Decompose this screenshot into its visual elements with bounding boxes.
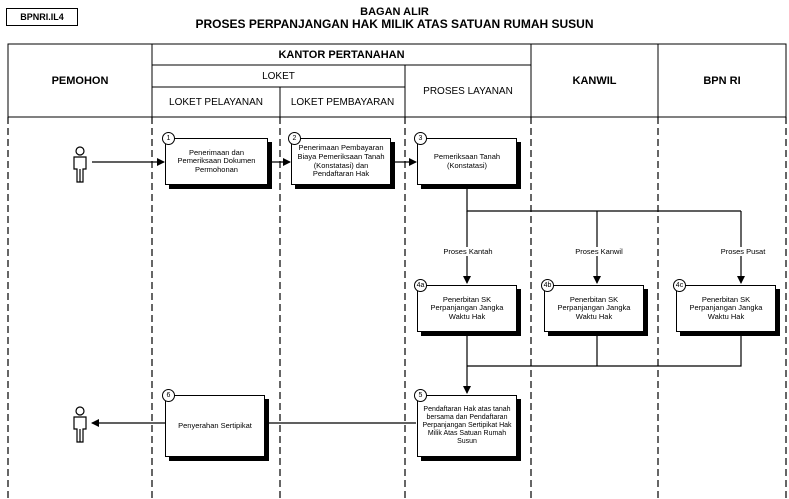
- lane-header-proses-layanan: PROSES LAYANAN: [423, 85, 513, 97]
- step-4c-text: Penerbitan SK Perpanjangan Jangka Waktu …: [689, 294, 763, 321]
- document-code: BPNRI.IL4: [6, 8, 78, 26]
- branch-label-kanwil: Proses Kanwil: [564, 247, 634, 256]
- diagram-subtitle: PROSES PERPANJANGAN HAK MILIK ATAS SATUA…: [195, 17, 594, 31]
- step-5-number: 5: [414, 389, 427, 402]
- merge-4c: [467, 336, 742, 367]
- step-4b-text: Penerbitan SK Perpanjangan Jangka Waktu …: [557, 294, 631, 321]
- step-1-box: Penerimaan dan Pemeriksaan Dokumen Permo…: [165, 138, 268, 185]
- step-6-box: Penyerahan Sertipikat: [165, 395, 265, 457]
- lane-header-pemohon: PEMOHON: [51, 74, 109, 87]
- step-4b-box: Penerbitan SK Perpanjangan Jangka Waktu …: [544, 285, 644, 332]
- step-6-number: 6: [162, 389, 175, 402]
- step-1-number: 1: [162, 132, 175, 145]
- header-grid: [7, 43, 787, 118]
- person-icon-applicant: [73, 146, 87, 183]
- person-icon-receiver: [73, 406, 87, 443]
- step-4b-number: 4b: [541, 279, 554, 292]
- lane-separators: [7, 117, 787, 499]
- step-4a-text: Penerbitan SK Perpanjangan Jangka Waktu …: [430, 294, 504, 321]
- branch-label-pusat: Proses Pusat: [708, 247, 778, 256]
- step-4a-number: 4a: [414, 279, 427, 292]
- step-3-box: Pemeriksaan Tanah (Konstatasi): [417, 138, 517, 185]
- connectors: [91, 158, 745, 427]
- step-4c-box: Penerbitan SK Perpanjangan Jangka Waktu …: [676, 285, 776, 332]
- step-1-text: Penerimaan dan Pemeriksaan Dokumen Permo…: [177, 147, 256, 174]
- step-2-number: 2: [288, 132, 301, 145]
- step-3-number: 3: [414, 132, 427, 145]
- step-2-box: Penerimaan Pembayaran Biaya Pemeriksaan …: [291, 138, 391, 185]
- lane-header-kanwil: KANWIL: [572, 74, 617, 87]
- diagram-title: BAGAN ALIR: [360, 6, 429, 18]
- step-4a-box: Penerbitan SK Perpanjangan Jangka Waktu …: [417, 285, 517, 332]
- step-5-text: Pendaftaran Hak atas tanah bersama dan P…: [422, 405, 512, 446]
- step-2-text: Penerimaan Pembayaran Biaya Pemeriksaan …: [297, 143, 385, 179]
- lane-header-bpn-ri: BPN RI: [703, 74, 741, 87]
- step-6-text: Penyerahan Sertipikat: [178, 420, 252, 430]
- lane-header-loket-pelayanan: LOKET PELAYANAN: [169, 96, 263, 108]
- lane-header-loket: LOKET: [262, 70, 295, 82]
- branch-label-kantah: Proses Kantah: [433, 247, 503, 256]
- step-5-box: Pendaftaran Hak atas tanah bersama dan P…: [417, 395, 517, 457]
- step-4c-number: 4c: [673, 279, 686, 292]
- lane-header-kantor: KANTOR PERTANAHAN: [278, 48, 405, 61]
- lane-header-loket-pembayaran: LOKET PEMBAYARAN: [290, 96, 395, 108]
- step-3-text: Pemeriksaan Tanah (Konstatasi): [433, 151, 501, 170]
- branch-line: [466, 187, 741, 212]
